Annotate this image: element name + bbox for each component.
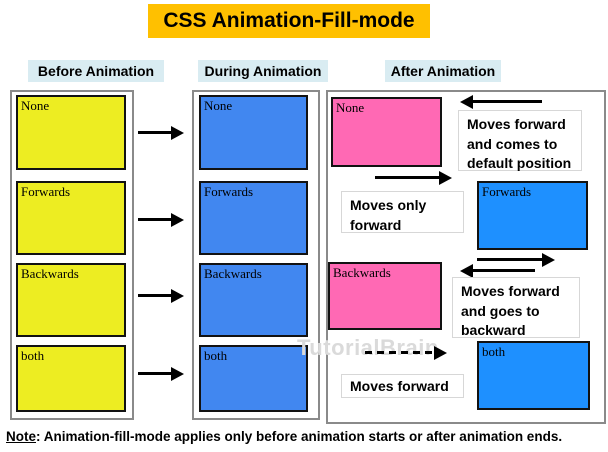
footer-note: Note: Animation-fill-mode applies only b… (6, 429, 606, 444)
arrow-right-icon (477, 258, 543, 261)
arrow-right-icon (138, 131, 172, 134)
arrow-left-icon (472, 100, 542, 103)
during-box-forwards: Forwards (199, 181, 308, 255)
arrow-right-icon (138, 218, 172, 221)
note-both: Moves forward (341, 374, 464, 398)
note-none: Moves forward and comes to default posit… (458, 110, 582, 171)
footer-note-label: Note (6, 429, 36, 444)
header-before-animation: Before Animation (28, 60, 164, 82)
header-during-animation: During Animation (198, 60, 328, 82)
arrow-right-icon (375, 176, 440, 179)
after-box-both: both (477, 341, 590, 410)
after-box-forwards: Forwards (477, 181, 588, 250)
before-box-forwards: Forwards (16, 181, 126, 255)
header-after-animation: After Animation (385, 60, 501, 82)
during-box-both: both (199, 345, 308, 412)
before-box-both: both (16, 345, 126, 412)
during-box-backwards: Backwards (199, 263, 308, 337)
arrow-right-icon (138, 294, 172, 297)
during-box-none: None (199, 95, 308, 170)
note-backwards: Moves forward and goes to backward (452, 277, 580, 338)
after-box-backwards: Backwards (328, 262, 442, 330)
watermark: TutorialBrain (297, 335, 439, 360)
footer-note-text: : Animation-fill-mode applies only befor… (36, 429, 563, 444)
arrow-right-icon (138, 372, 172, 375)
page-title: CSS Animation-Fill-mode (148, 4, 430, 38)
note-forwards: Moves only forward (341, 191, 464, 233)
after-box-none: None (331, 97, 442, 167)
arrow-dashed-right-icon (365, 351, 435, 354)
before-box-backwards: Backwards (16, 263, 126, 337)
before-box-none: None (16, 95, 126, 170)
arrow-left-icon (472, 269, 535, 272)
